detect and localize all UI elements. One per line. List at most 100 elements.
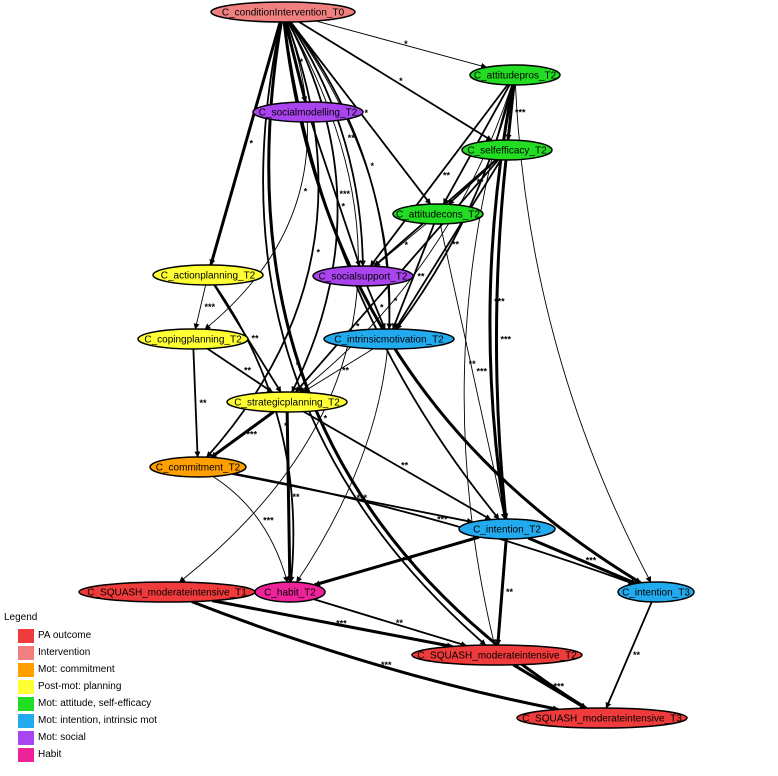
edge-label: **	[443, 170, 451, 180]
node-soc: C_socialmodelling_T2	[252, 101, 364, 123]
node-label: C_attitudepros_T2	[474, 71, 557, 82]
edge-atc-ss	[374, 223, 427, 267]
legend-item: Mot: attitude, self-efficacy	[18, 695, 204, 712]
node-se: C_selfefficacy_T2	[461, 139, 553, 161]
edge-int3-sq3	[605, 601, 653, 709]
edge-label: **	[418, 271, 426, 281]
legend-swatch	[18, 662, 34, 677]
node-label: C_SQUASH_moderateintensive_T1	[87, 588, 247, 599]
node-int2: C_intention_T2	[458, 518, 556, 540]
node-ellipse	[254, 581, 326, 603]
edge-int2-int3	[527, 536, 637, 585]
edge-cond-ss	[288, 21, 366, 267]
node-att: C_attitudepros_T2	[469, 64, 561, 86]
edge-label: *	[324, 414, 328, 424]
edge-com-hab	[212, 476, 289, 583]
legend-item: PA outcome	[18, 627, 204, 644]
legend-label: Habit	[38, 749, 62, 760]
edge-cond-soc	[284, 21, 308, 103]
node-label: C_intention_T2	[473, 525, 541, 536]
edge-label: ***	[205, 302, 216, 312]
edge-label: *	[404, 39, 408, 49]
legend-swatch	[18, 730, 34, 745]
edge-label: **	[251, 333, 259, 343]
legend-item: Habit	[18, 746, 204, 763]
edge-label: **	[342, 366, 350, 376]
edge-att-sq2	[463, 84, 513, 646]
edge-label: **	[452, 239, 460, 249]
edge-label: *	[405, 240, 409, 250]
edge-label: *	[399, 76, 403, 86]
node-atc: C_attitudecons_T2	[392, 203, 484, 225]
node-cp: C_copingplanning_T2	[137, 328, 249, 350]
node-com: C_commitment_T2	[149, 456, 247, 478]
node-ellipse	[411, 644, 583, 666]
edge-cond-hab	[289, 21, 391, 583]
edge-label: **	[396, 618, 404, 628]
node-ellipse	[137, 328, 249, 350]
edge-label: ***	[476, 366, 487, 376]
node-label: C_socialsupport_T2	[319, 272, 408, 283]
edge-ap-cp	[193, 284, 207, 330]
edge-label: *	[370, 161, 374, 171]
edge-cond-sp	[287, 21, 339, 393]
edge-att-sp	[298, 84, 513, 393]
node-label: C_actionplanning_T2	[161, 271, 256, 282]
node-ap: C_actionplanning_T2	[152, 264, 264, 286]
edge-sp-int2	[303, 410, 492, 521]
node-sq2: C_SQUASH_moderateintensive_T2	[411, 644, 583, 666]
edge-cond-cp	[204, 21, 308, 330]
edge-int2-hab	[313, 535, 480, 587]
node-label: C_intrinsicmotivation_T2	[334, 335, 444, 346]
node-label: C_commitment_T2	[156, 463, 241, 474]
legend-label: Mot: commitment	[38, 664, 115, 675]
edge-cond-se	[298, 20, 493, 142]
edge-label: *	[249, 139, 253, 149]
legend-label: Mot: intention, intrinsic mot	[38, 715, 157, 726]
edge-label: *	[394, 296, 398, 306]
edge-label: *	[342, 201, 346, 211]
edge-label: ***	[402, 556, 413, 566]
node-label: C_SQUASH_moderateintensive_T3	[522, 714, 682, 725]
node-ellipse	[516, 707, 688, 729]
edge-label: **	[506, 587, 514, 597]
node-ss: C_socialsupport_T2	[312, 265, 414, 287]
edge-sp-hab	[285, 411, 293, 583]
edge-label: ***	[381, 660, 392, 670]
edge-cond-sq3	[267, 21, 587, 710]
edge-label: *	[304, 186, 308, 196]
node-sq3: C_SQUASH_moderateintensive_T3	[516, 707, 688, 729]
edge-se-int2	[494, 159, 509, 520]
node-ellipse	[149, 456, 247, 478]
edge-hab-sq2	[313, 598, 467, 647]
legend-swatch	[18, 696, 34, 711]
node-label: C_intention_T3	[622, 588, 690, 599]
edge-label: ***	[246, 430, 257, 440]
edge-label: **	[401, 461, 409, 471]
node-hab: C_habit_T2	[254, 581, 326, 603]
node-ellipse	[392, 203, 484, 225]
edge-label: *	[380, 302, 384, 312]
node-sq1: C_SQUASH_moderateintensive_T1	[78, 581, 256, 603]
edge-label: **	[200, 398, 208, 408]
legend-item: Mot: social	[18, 729, 204, 746]
edge-att-ss	[369, 84, 509, 267]
edge-label: **	[293, 492, 301, 502]
legend-label: Post-mot: planning	[38, 681, 122, 692]
node-label: C_socialmodelling_T2	[259, 108, 358, 119]
edge-label: ***	[336, 619, 347, 629]
legend-item: Post-mot: planning	[18, 678, 204, 695]
edge-label: *	[316, 247, 320, 257]
node-label: C_attitudecons_T2	[396, 210, 480, 221]
legend-swatch	[18, 645, 34, 660]
edge-com-int3	[233, 472, 635, 585]
edge-cond-sq2	[262, 21, 487, 646]
legend-item: Mot: commitment	[18, 661, 204, 678]
edge-label: *	[300, 57, 304, 67]
edge-ss-im	[366, 285, 386, 330]
edge-label: ***	[357, 493, 368, 503]
edge-label: *	[356, 322, 360, 332]
